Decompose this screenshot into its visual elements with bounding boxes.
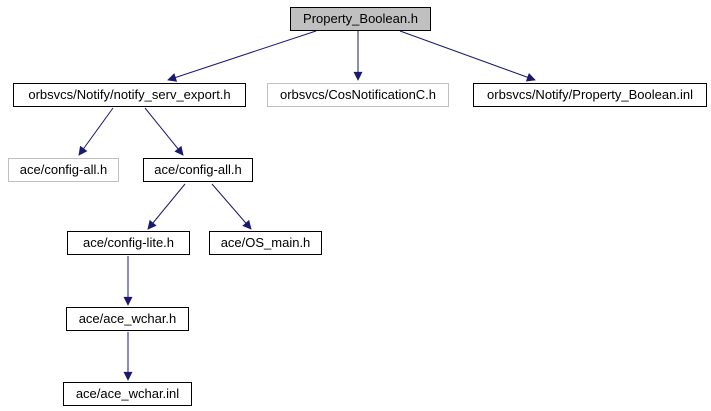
node-config-lite-h[interactable]: ace/config-lite.h — [67, 231, 190, 255]
node-ace-wchar-h[interactable]: ace/ace_wchar.h — [66, 307, 189, 331]
edge-config-all-h-to-config-lite-h — [147, 183, 186, 230]
node-property-boolean-inl[interactable]: orbsvcs/Notify/Property_Boolean.inl — [473, 83, 707, 107]
edge-config-all-h-to-os-main-h — [211, 183, 252, 230]
edge-notify-serv-export-h-to-config-all-h — [144, 107, 184, 156]
edge-notify-serv-export-h-to-config-all-h-grayed — [78, 107, 114, 156]
node-ace-wchar-inl[interactable]: ace/ace_wchar.inl — [63, 382, 192, 406]
node-os-main-h[interactable]: ace/OS_main.h — [209, 231, 322, 255]
edge-property-boolean-h-to-notify-serv-export-h — [167, 30, 317, 82]
edge-property-boolean-h-to-property-boolean-inl — [399, 30, 536, 82]
node-config-all-h-grayed: ace/config-all.h — [8, 158, 119, 182]
node-cos-notification-c-h: orbsvcs/CosNotificationC.h — [267, 83, 449, 107]
node-config-all-h[interactable]: ace/config-all.h — [143, 158, 253, 182]
node-notify-serv-export-h[interactable]: orbsvcs/Notify/notify_serv_export.h — [13, 83, 246, 107]
node-property-boolean-h: Property_Boolean.h — [290, 7, 431, 31]
